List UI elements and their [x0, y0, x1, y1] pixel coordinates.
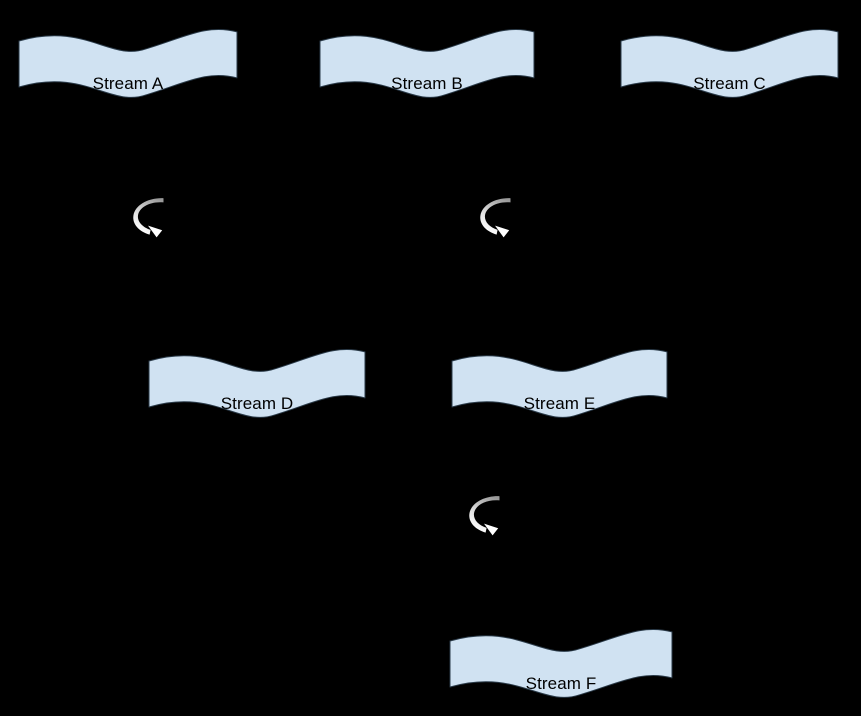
- banner-shape: [451, 348, 668, 418]
- banner-shape: [18, 28, 238, 98]
- banner-stream-d[interactable]: Stream D: [148, 348, 366, 420]
- banner-stream-b[interactable]: Stream B: [319, 28, 535, 100]
- banner-shape: [319, 28, 535, 98]
- banner-stream-c[interactable]: Stream C: [620, 28, 839, 100]
- banner-stream-a[interactable]: Stream A: [18, 28, 238, 100]
- curved-rotation-arrow-1: [132, 196, 176, 240]
- banner-shape: [148, 348, 366, 418]
- curved-rotation-arrow-3: [468, 494, 512, 538]
- banner-stream-f[interactable]: Stream F: [449, 628, 673, 700]
- rotation-arrow-glyph: [133, 198, 164, 238]
- banner-shape: [449, 628, 673, 698]
- banner-shape: [620, 28, 839, 98]
- rotation-arrow-glyph: [469, 496, 500, 536]
- rotation-arrow-glyph: [480, 198, 511, 238]
- curved-rotation-arrow-2: [479, 196, 523, 240]
- banner-stream-e[interactable]: Stream E: [451, 348, 668, 420]
